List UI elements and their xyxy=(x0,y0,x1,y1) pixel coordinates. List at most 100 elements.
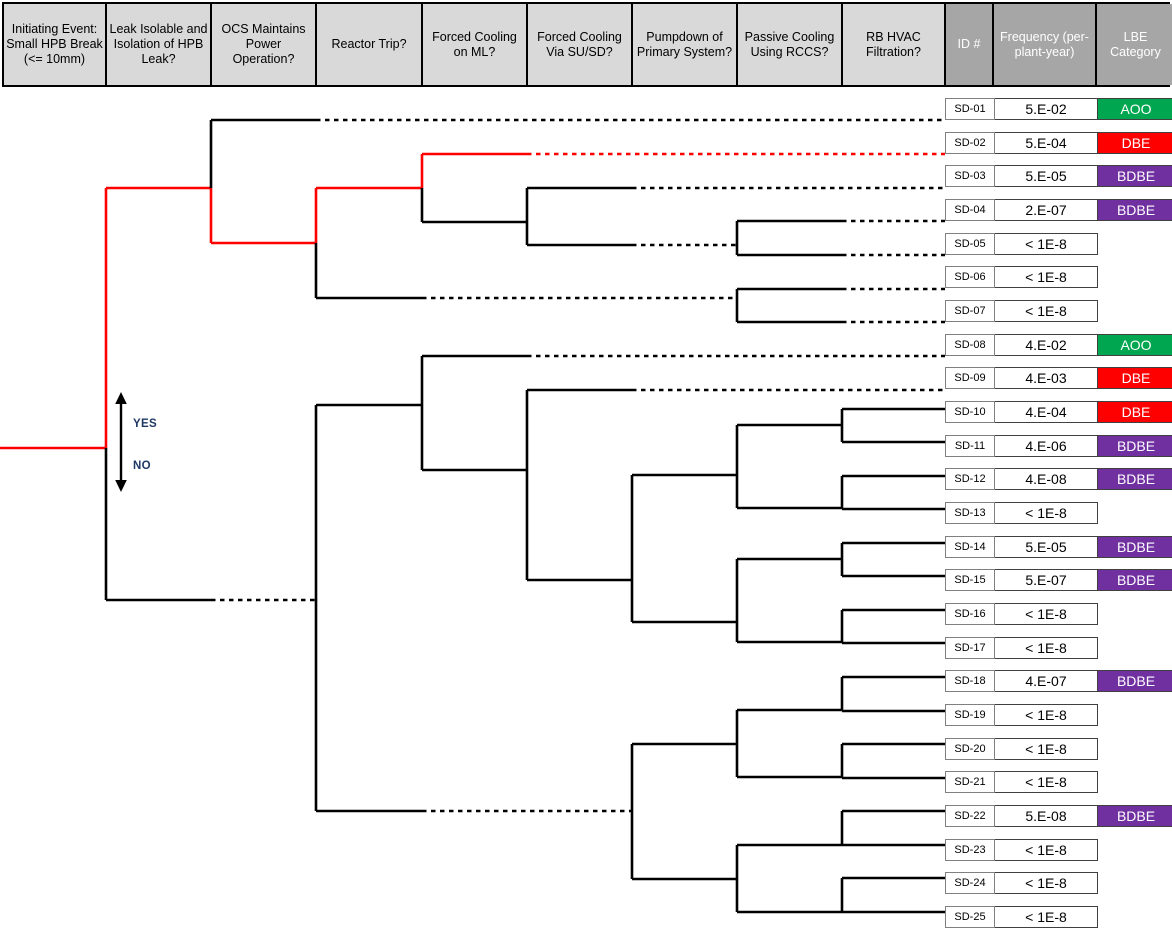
result-frequency: 5.E-07 xyxy=(995,569,1098,592)
result-frequency: 5.E-05 xyxy=(995,165,1098,188)
result-lbe-category xyxy=(1098,738,1172,760)
result-frequency: 5.E-04 xyxy=(995,131,1098,154)
result-lbe-category xyxy=(1098,266,1172,288)
result-id: SD-24 xyxy=(945,872,995,895)
result-id: SD-04 xyxy=(945,199,995,221)
result-lbe-category: BDBE xyxy=(1098,165,1172,188)
header-cell-11: LBE Category xyxy=(1097,4,1172,85)
result-lbe-category: BDBE xyxy=(1098,670,1172,693)
header-cell-8: RB HVAC Filtration? xyxy=(843,4,946,85)
result-frequency: 4.E-04 xyxy=(995,401,1098,424)
header-cell-1: Leak Isolable and Isolation of HPB Leak? xyxy=(107,4,212,85)
result-frequency: < 1E-8 xyxy=(995,838,1098,861)
result-frequency: < 1E-8 xyxy=(995,266,1098,289)
result-row: SD-21< 1E-8 xyxy=(945,771,1172,794)
header-cell-4: Forced Cooling on ML? xyxy=(423,4,528,85)
result-row: SD-24< 1E-8 xyxy=(945,872,1172,895)
result-frequency: < 1E-8 xyxy=(995,704,1098,727)
result-id: SD-10 xyxy=(945,401,995,424)
result-id: SD-07 xyxy=(945,300,995,323)
result-lbe-category: BDBE xyxy=(1098,805,1172,828)
result-id: SD-05 xyxy=(945,232,995,255)
result-row: SD-20< 1E-8 xyxy=(945,737,1172,760)
result-frequency: 4.E-07 xyxy=(995,670,1098,693)
result-id: SD-19 xyxy=(945,704,995,727)
result-lbe-category xyxy=(1098,637,1172,659)
result-lbe-category: DBE xyxy=(1098,131,1172,154)
result-frequency: < 1E-8 xyxy=(995,872,1098,895)
result-lbe-category: BDBE xyxy=(1098,199,1172,221)
result-lbe-category xyxy=(1098,233,1172,255)
result-lbe-category xyxy=(1098,502,1172,524)
result-lbe-category: BDBE xyxy=(1098,569,1172,592)
result-id: SD-11 xyxy=(945,434,995,457)
result-lbe-category xyxy=(1098,771,1172,793)
result-frequency: 4.E-08 xyxy=(995,468,1098,491)
legend-yes-label: YES xyxy=(133,418,157,430)
result-lbe-category: AOO xyxy=(1098,333,1172,356)
result-frequency: 5.E-08 xyxy=(995,805,1098,828)
result-id: SD-20 xyxy=(945,737,995,760)
header-cell-2: OCS Maintains Power Operation? xyxy=(212,4,317,85)
result-row: SD-07< 1E-8 xyxy=(945,300,1172,323)
result-row: SD-17< 1E-8 xyxy=(945,636,1172,659)
result-row: SD-06< 1E-8 xyxy=(945,266,1172,289)
result-id: SD-18 xyxy=(945,670,995,693)
header-cell-0: Initiating Event: Small HPB Break (<= 10… xyxy=(4,4,107,85)
result-id: SD-02 xyxy=(945,131,995,154)
result-row: SD-05< 1E-8 xyxy=(945,232,1172,255)
result-id: SD-12 xyxy=(945,468,995,491)
result-id: SD-21 xyxy=(945,771,995,794)
result-lbe-category: BDBE xyxy=(1098,535,1172,558)
result-id: SD-13 xyxy=(945,502,995,525)
event-tree-header: Initiating Event: Small HPB Break (<= 10… xyxy=(2,2,1172,87)
result-frequency: 5.E-02 xyxy=(995,98,1098,120)
result-frequency: < 1E-8 xyxy=(995,636,1098,659)
result-frequency: < 1E-8 xyxy=(995,603,1098,626)
result-lbe-category: AOO xyxy=(1098,98,1172,120)
result-lbe-category: BDBE xyxy=(1098,434,1172,457)
header-cell-6: Pumpdown of Primary System? xyxy=(633,4,738,85)
result-frequency: < 1E-8 xyxy=(995,300,1098,323)
header-cell-9: ID # xyxy=(946,4,994,85)
result-frequency: 2.E-07 xyxy=(995,199,1098,221)
result-frequency: 4.E-06 xyxy=(995,434,1098,457)
result-id: SD-09 xyxy=(945,367,995,390)
result-frequency: < 1E-8 xyxy=(995,737,1098,760)
result-frequency: < 1E-8 xyxy=(995,771,1098,794)
result-id: SD-01 xyxy=(945,98,995,120)
result-frequency: 5.E-05 xyxy=(995,535,1098,558)
result-id: SD-03 xyxy=(945,165,995,188)
result-frequency: < 1E-8 xyxy=(995,232,1098,255)
result-row: SD-25< 1E-8 xyxy=(945,906,1172,929)
result-id: SD-06 xyxy=(945,266,995,289)
result-lbe-category xyxy=(1098,300,1172,322)
yes-no-double-arrow-icon xyxy=(115,392,127,492)
result-lbe-category xyxy=(1098,839,1172,861)
header-cell-5: Forced Cooling Via SU/SD? xyxy=(528,4,633,85)
result-lbe-category xyxy=(1098,872,1172,894)
result-id: SD-25 xyxy=(945,906,995,929)
header-cell-10: Frequency (per-plant-year) xyxy=(994,4,1097,85)
header-cell-7: Passive Cooling Using RCCS? xyxy=(738,4,843,85)
result-id: SD-17 xyxy=(945,636,995,659)
header-cell-3: Reactor Trip? xyxy=(317,4,423,85)
result-id: SD-16 xyxy=(945,603,995,626)
result-row: SD-19< 1E-8 xyxy=(945,704,1172,727)
result-frequency: < 1E-8 xyxy=(995,906,1098,929)
result-frequency: 4.E-02 xyxy=(995,333,1098,356)
